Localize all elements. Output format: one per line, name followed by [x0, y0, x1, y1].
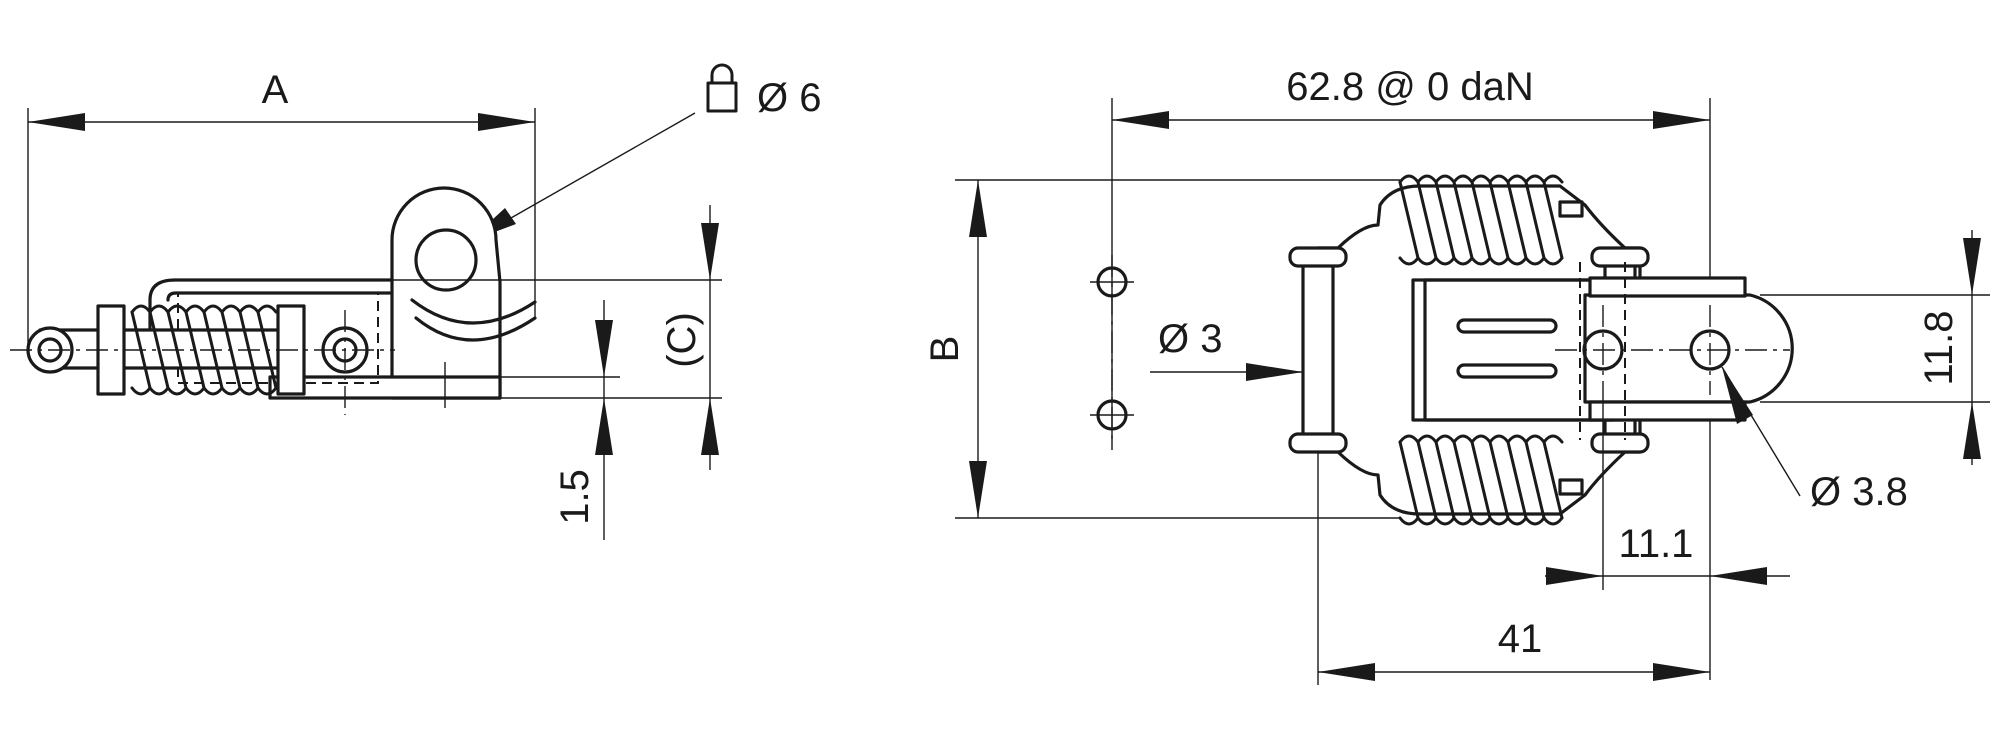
mounting-holes: [1090, 255, 1134, 450]
dimension-a: A: [27, 68, 536, 350]
dimension-keeper-height-label: 11.8: [1917, 311, 1961, 386]
latch-side-body: [10, 186, 537, 415]
dimension-thickness: 1.5: [500, 300, 620, 540]
spring-top: [1398, 174, 1584, 266]
dimension-b: B: [923, 179, 1400, 519]
top-view: 62.8 @ 0 daN B Ø 3: [923, 65, 1990, 685]
dimension-thickness-label: 1.5: [553, 469, 597, 525]
dimension-keeper-height: 11.8: [1760, 230, 1990, 465]
keeper-hole-callout: Ø 3.8: [1721, 366, 1908, 514]
spring-bottom: [1398, 434, 1584, 526]
dimension-length-label: 62.8 @ 0 daN: [1286, 65, 1533, 109]
dimension-base: 41: [1317, 452, 1710, 685]
dimension-c-label: (C): [660, 312, 704, 368]
dimension-base-label: 41: [1498, 617, 1543, 661]
mount-hole-label: Ø 3: [1158, 317, 1222, 361]
dimension-keeper-offset: 11.1: [1545, 395, 1790, 590]
dimension-b-label: B: [923, 336, 967, 363]
side-view: A Ø 6: [10, 63, 821, 540]
dimension-c: (C): [392, 205, 722, 470]
padlock-hole-label: Ø 6: [757, 76, 821, 120]
dimension-a-label: A: [262, 68, 289, 112]
keeper-hole-label: Ø 3.8: [1810, 470, 1908, 514]
padlock-icon: [706, 63, 738, 113]
latch-top-body: [1288, 184, 1794, 516]
padlock-callout: Ø 6: [468, 63, 821, 242]
dimension-keeper-offset-label: 11.1: [1619, 522, 1694, 566]
